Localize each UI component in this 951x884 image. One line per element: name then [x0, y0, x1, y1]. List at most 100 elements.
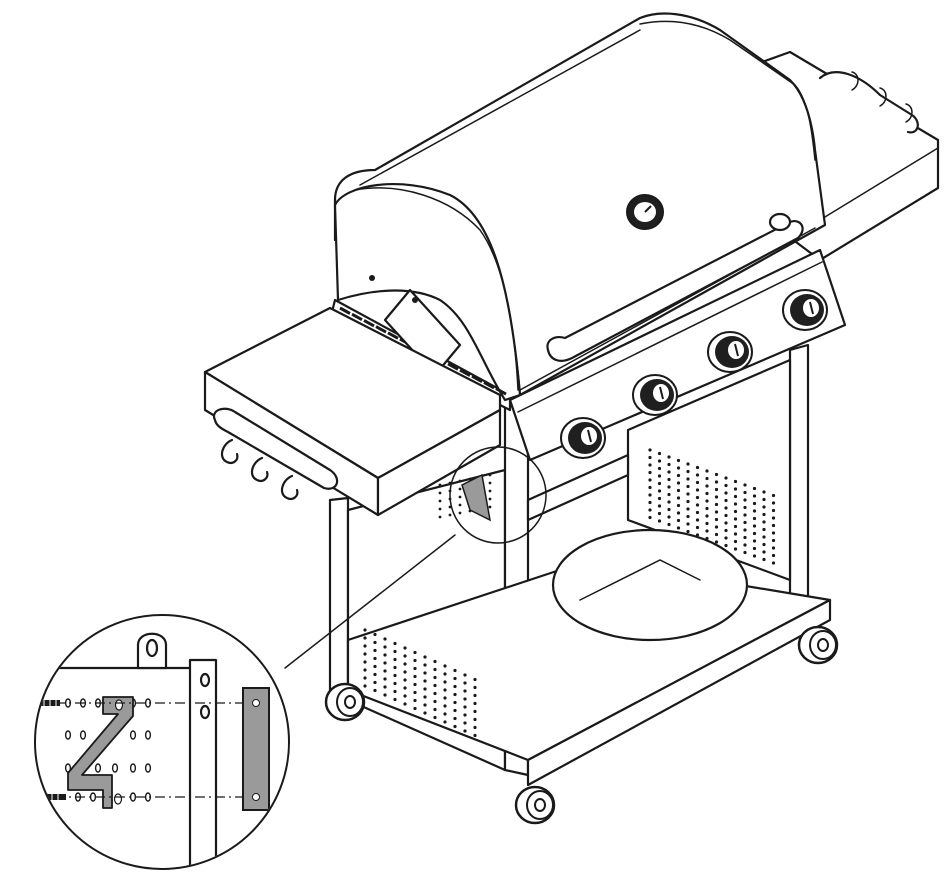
wheel-icon — [324, 682, 366, 722]
vent-hole — [363, 676, 367, 680]
vent-hole — [453, 716, 457, 721]
vent-hole — [695, 533, 700, 537]
vent-hole — [762, 520, 766, 524]
panel-hole — [129, 792, 137, 802]
vent-hole — [752, 554, 757, 558]
vent-hole — [771, 493, 776, 498]
vent-hole — [413, 698, 417, 703]
vent-hole — [743, 498, 747, 502]
vent-hole — [403, 686, 407, 690]
hook-icon — [851, 71, 913, 123]
vent-hole — [473, 701, 477, 706]
vent-hole — [473, 685, 477, 690]
vent-hole — [373, 672, 377, 677]
vent-hole — [676, 503, 681, 508]
vent-hole — [363, 660, 367, 664]
vent-hole — [433, 683, 437, 688]
vent-hole — [433, 699, 437, 704]
vent-hole — [743, 513, 747, 517]
vent-hole — [771, 531, 776, 535]
vent-hole — [676, 518, 681, 523]
vent-hole — [676, 466, 681, 470]
vent-slot — [339, 306, 351, 315]
vent-hole — [383, 693, 387, 697]
vent-hole — [667, 515, 671, 519]
vent-slot — [483, 381, 495, 390]
vent-hole — [724, 536, 728, 540]
vent-hole — [695, 480, 700, 485]
vent-slot — [363, 319, 375, 328]
vent-hole — [686, 477, 690, 481]
vent-hole — [686, 514, 690, 519]
vent-hole — [724, 521, 728, 525]
vent-hole — [458, 487, 462, 491]
vent-hole — [488, 497, 492, 501]
vent-hole — [752, 501, 757, 506]
vent-hole — [473, 693, 477, 698]
vent-hole — [473, 725, 477, 730]
vent-hole — [762, 490, 766, 494]
vent-hole — [463, 673, 467, 677]
vent-hole — [403, 694, 407, 698]
vent-hole — [488, 489, 492, 493]
vent-hole — [762, 527, 766, 532]
vent-hole — [686, 529, 690, 534]
vent-hole — [433, 667, 437, 672]
vent-hole — [657, 481, 662, 486]
vent-hole — [423, 695, 427, 699]
vent-hole — [443, 712, 447, 716]
vent-hole — [473, 717, 477, 722]
vent-hole — [423, 663, 427, 667]
vent-hole — [433, 707, 437, 712]
vent-hole — [373, 664, 377, 669]
vent-hole — [667, 492, 671, 497]
vent-hole — [695, 473, 700, 477]
vent-hole — [686, 484, 690, 489]
vent-hole — [771, 553, 776, 558]
vent-hole — [705, 469, 709, 473]
vent-hole — [463, 681, 467, 685]
panel-hole — [94, 763, 102, 773]
vent-hole — [393, 649, 397, 654]
vent-hole — [695, 488, 700, 492]
vent-hole — [762, 512, 766, 517]
vent-hole — [714, 495, 719, 499]
vent-hole — [657, 504, 662, 508]
vent-hole — [383, 645, 387, 649]
vent-hole — [743, 543, 747, 547]
vent-hole — [762, 505, 766, 509]
vent-hole — [752, 546, 757, 551]
vent-hole — [363, 644, 367, 648]
vent-hole — [695, 465, 700, 470]
vent-hole — [433, 659, 437, 664]
vent-hole — [423, 679, 427, 683]
vent-hole — [648, 478, 652, 482]
wheel-icon — [514, 785, 556, 825]
vent-hole — [686, 469, 690, 474]
vent-hole — [714, 480, 719, 484]
vent-hole — [686, 507, 690, 511]
vent-hole — [648, 508, 652, 512]
vent-hole — [667, 485, 671, 489]
vent-hole — [413, 666, 417, 671]
vent-hole — [423, 655, 427, 659]
vent-hole — [657, 451, 662, 456]
vent-hole — [393, 697, 397, 702]
vent-hole — [648, 463, 652, 467]
vent-hole — [473, 677, 477, 682]
vent-hole — [695, 503, 700, 507]
vent-hole — [403, 646, 407, 650]
vent-hole — [686, 499, 690, 504]
vent-hole — [393, 673, 397, 678]
vent-hole — [423, 703, 427, 707]
vent-hole — [752, 494, 757, 498]
vent-hole — [667, 522, 671, 527]
hook-icon — [220, 438, 299, 500]
vent-hole — [383, 669, 387, 673]
vent-hole — [733, 524, 738, 529]
vent-hole — [743, 528, 747, 532]
vent-hole — [667, 477, 671, 482]
vent-hole — [393, 665, 397, 670]
vent-hole — [762, 535, 766, 539]
vent-hole — [724, 528, 728, 533]
